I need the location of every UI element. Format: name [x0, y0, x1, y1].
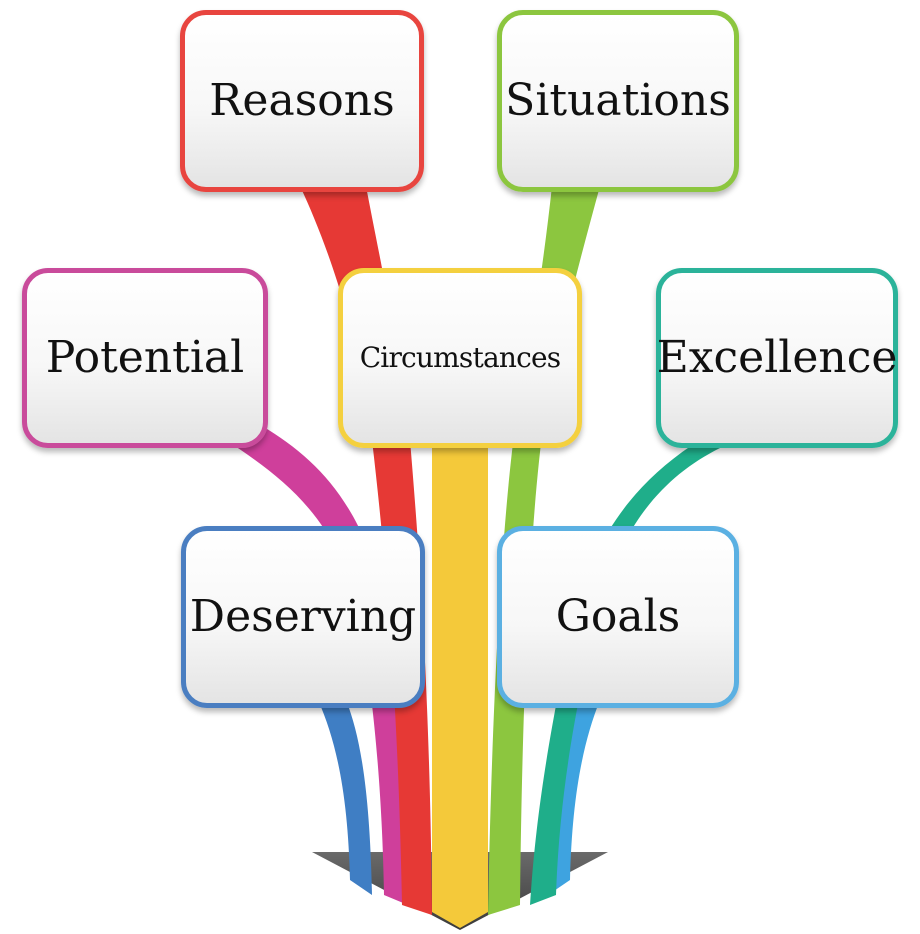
box-situations: Situations — [497, 10, 739, 192]
box-circumstances: Circumstances — [338, 268, 582, 448]
box-reasons: Reasons — [180, 10, 424, 192]
box-goals-label: Goals — [555, 591, 681, 642]
box-potential: Potential — [22, 268, 268, 448]
box-deserving: Deserving — [181, 526, 425, 708]
box-situations-label: Situations — [505, 75, 731, 126]
box-deserving-label: Deserving — [189, 591, 417, 642]
box-goals: Goals — [497, 526, 739, 708]
ribbon-situations — [488, 186, 600, 915]
ribbon-circumstances — [432, 440, 488, 928]
ribbon-deserving — [318, 700, 372, 895]
box-potential-label: Potential — [45, 332, 245, 383]
box-circumstances-label: Circumstances — [359, 341, 561, 374]
box-excellence: Excellence — [656, 268, 898, 448]
box-reasons-label: Reasons — [209, 75, 395, 126]
box-excellence-label: Excellence — [656, 332, 898, 383]
